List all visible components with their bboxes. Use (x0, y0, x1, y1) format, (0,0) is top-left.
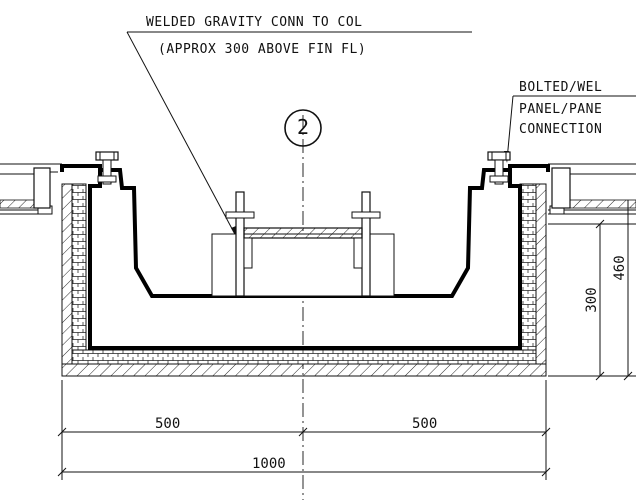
panel-conn-line2: PANEL/PANE (519, 102, 602, 117)
fire-casing (61, 183, 547, 377)
dim-height-460: 460 (612, 255, 628, 280)
dim-right-500: 500 (412, 416, 437, 432)
gravity-conn-line2: (APPROX 300 ABOVE FIN FL) (158, 42, 366, 57)
dim-overall-1000: 1000 (252, 456, 286, 472)
column-section (211, 191, 395, 297)
panel-conn-line1: BOLTED/WEL (519, 80, 602, 95)
right-wall-panel (548, 167, 636, 215)
panel-connection-note: BOLTED/WEL PANEL/PANE CONNECTION (504, 80, 636, 163)
bolt-left (95, 151, 119, 185)
gravity-conn-line1: WELDED GRAVITY CONN TO COL (146, 15, 363, 30)
dim-left-500: 500 (155, 416, 180, 432)
panel-conn-line3: CONNECTION (519, 122, 602, 137)
dim-height-300: 300 (584, 287, 600, 312)
vertical-dimensions: 300 460 (548, 200, 636, 381)
grid-marker: 2 (284, 109, 322, 147)
grid-marker-label: 2 (297, 115, 309, 139)
horizontal-dimensions: 500 500 1000 (57, 380, 551, 480)
left-wall-panel (0, 167, 58, 215)
bolt-right (487, 151, 511, 185)
gravity-connection-note: WELDED GRAVITY CONN TO COL (APPROX 300 A… (126, 15, 472, 241)
